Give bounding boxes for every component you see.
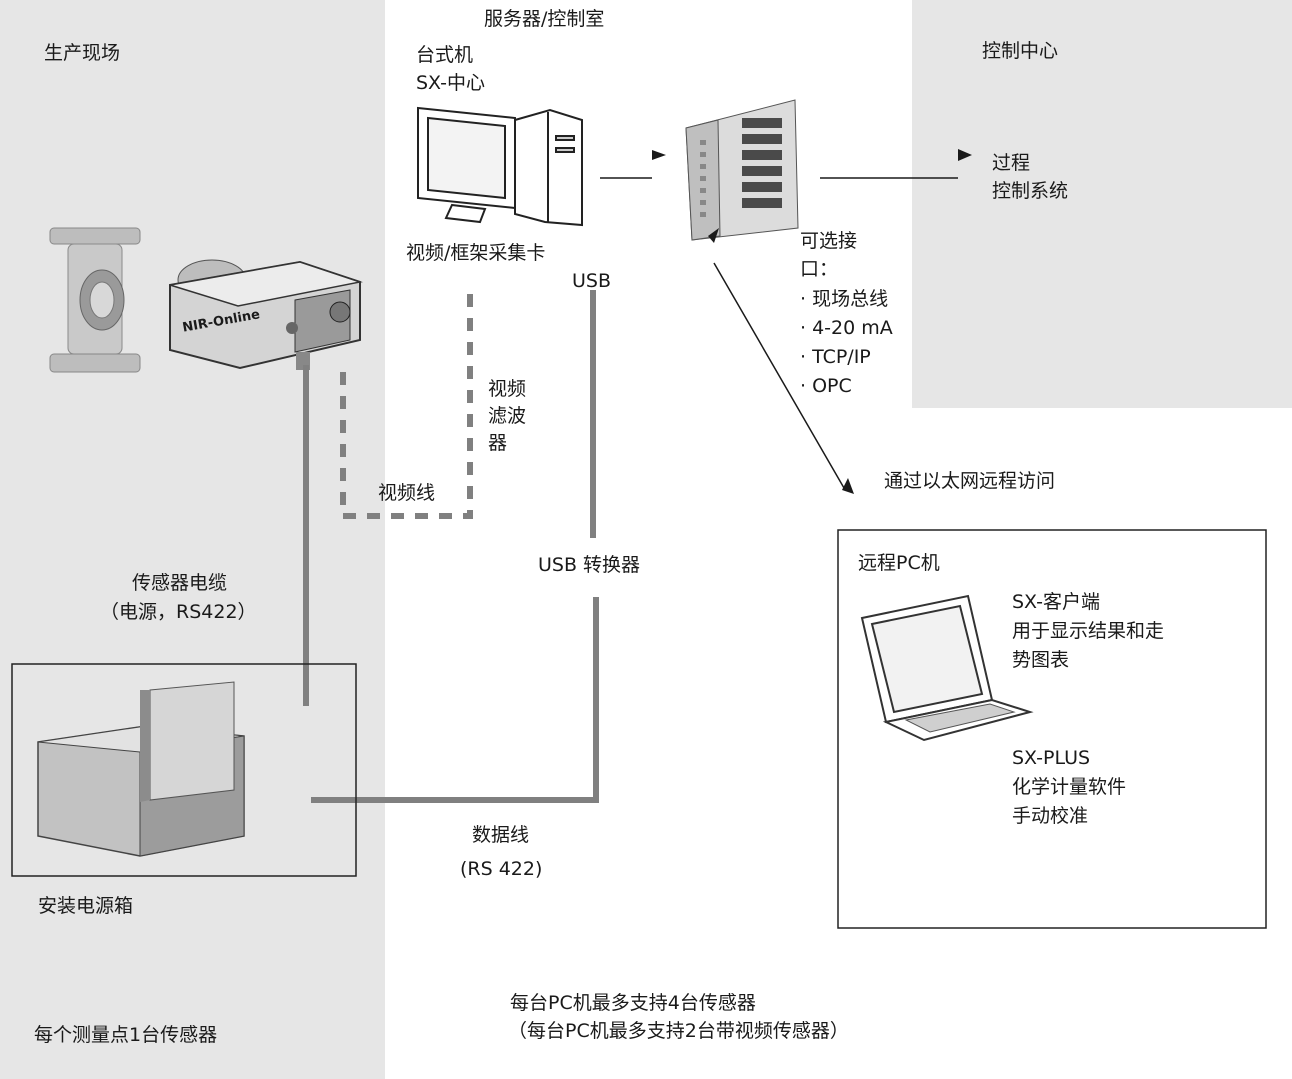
sx-client-label: SX-客户端 用于显示结果和走 势图表 — [1012, 591, 1165, 671]
process-label-line1: 过程 — [992, 152, 1031, 174]
ethernet-label: 通过以太网远程访问 — [884, 470, 1056, 492]
laptop-icon — [860, 594, 1034, 742]
usb-label: USB — [572, 270, 612, 292]
data-line-label-line2: (RS 422) — [460, 858, 543, 880]
desktop-computer-icon — [417, 106, 583, 227]
max-sensors-note: 每台PC机最多支持4台传感器 — [510, 992, 756, 1014]
data-line-label-line1: 数据线 — [472, 824, 530, 846]
sensor-cable-label-line2: （电源，RS422） — [100, 601, 257, 623]
video-cable — [340, 290, 473, 519]
desktop-title-line2: SX-中心 — [416, 72, 485, 94]
arrow-right-icon — [652, 150, 666, 160]
interface-item-tcpip: · TCP/IP — [800, 346, 871, 368]
usb-converter-label: USB 转换器 — [538, 554, 641, 576]
sx-plus-label: SX-PLUS 化学计量软件 手动校准 — [1012, 747, 1127, 827]
max-video-sensors-note: （每台PC机最多支持2台带视频传感器） — [508, 1020, 849, 1042]
arrow-up-icon — [708, 228, 719, 243]
production-zone-label: 生产现场 — [44, 42, 121, 64]
data-line-cable — [311, 597, 599, 803]
video-filter-label: 视频 滤波 器 — [488, 378, 527, 454]
power-enclosure-icon — [37, 681, 245, 857]
server-room-label: 服务器/控制室 — [484, 8, 605, 30]
arrow-right-icon — [958, 149, 972, 161]
arrow-down-icon — [842, 478, 854, 494]
video-cable-label: 视频线 — [378, 482, 436, 504]
remote-pc-frame — [837, 529, 1267, 929]
interfaces-title-line1: 可选接 — [800, 230, 858, 252]
per-point-note: 每个测量点1台传感器 — [34, 1024, 218, 1046]
interface-module-icon — [685, 99, 799, 241]
control-center-panel — [912, 0, 1292, 408]
interface-item-4-20ma: · 4-20 mA — [800, 317, 893, 339]
interfaces-title-line2: 口： — [800, 258, 839, 280]
power-box-label: 安装电源箱 — [38, 895, 134, 917]
nir-sensor-icon — [169, 259, 363, 370]
desktop-title-line1: 台式机 — [416, 44, 474, 66]
capture-card-label: 视频/框架采集卡 — [406, 242, 546, 264]
sensor-cable-label-line1: 传感器电缆 — [132, 572, 228, 594]
ethernet-line — [713, 262, 845, 489]
flow-cell-icon — [49, 227, 141, 373]
interface-item-fieldbus: · 现场总线 — [800, 288, 889, 310]
process-label-line2: 控制系统 — [992, 180, 1069, 202]
interface-item-opc: · OPC — [800, 375, 852, 397]
power-box-frame — [11, 663, 357, 877]
control-center-label: 控制中心 — [982, 40, 1059, 62]
remote-pc-title: 远程PC机 — [858, 552, 940, 574]
production-zone-panel — [0, 0, 385, 1079]
